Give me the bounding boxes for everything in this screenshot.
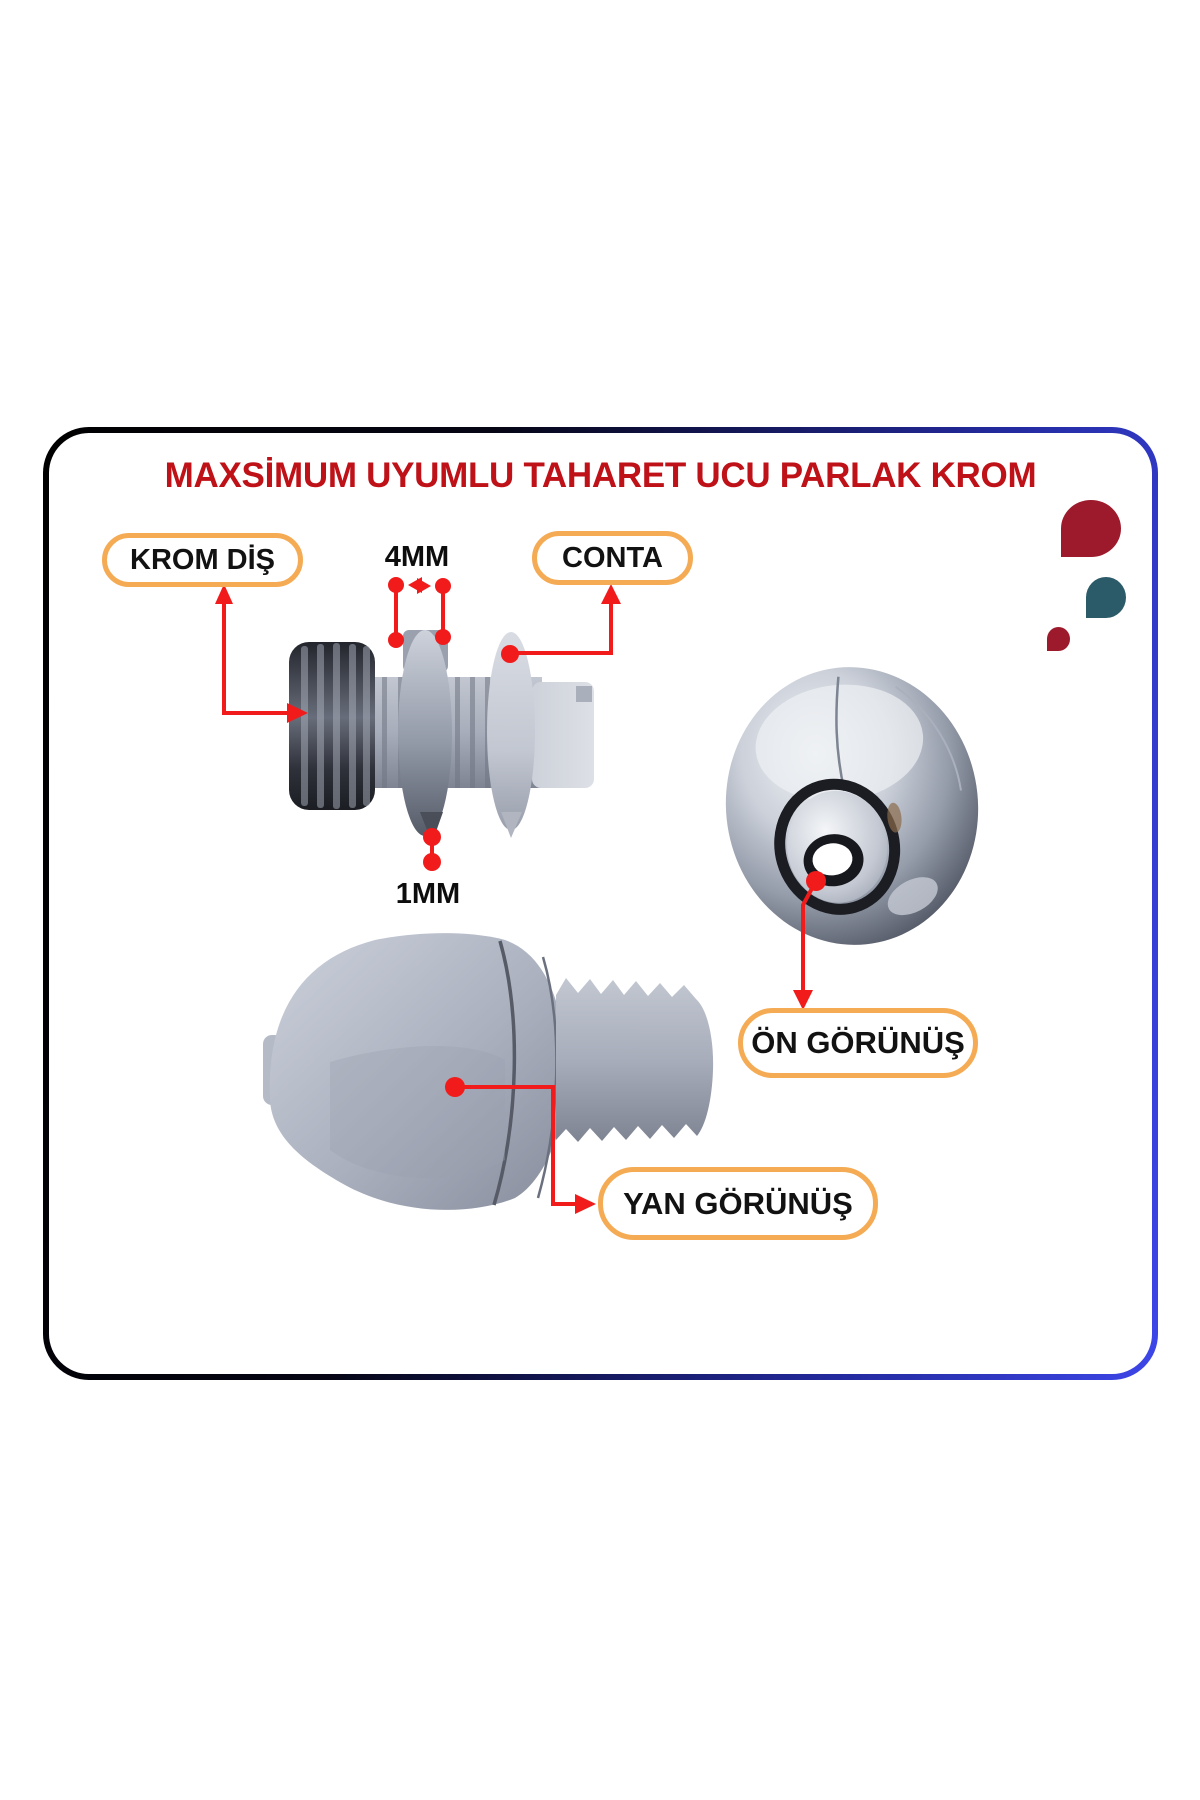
content-frame-border (43, 427, 1158, 1380)
krom-dis-connector (215, 584, 308, 723)
measure-1mm: 1MM (395, 878, 461, 910)
gap-4mm-measure (388, 577, 451, 648)
ball-speck (887, 802, 902, 833)
cap-dome (269, 933, 566, 1210)
figure-front-view (725, 667, 979, 945)
annotations (215, 577, 826, 1214)
ball-highlight (755, 684, 924, 802)
decor-drop-teal (1086, 577, 1126, 618)
side-view-connector (445, 1077, 596, 1214)
conta-connector (501, 584, 621, 663)
ball-lower-reflection (887, 877, 938, 916)
cap-shading (330, 1045, 505, 1179)
ball-seam (835, 676, 846, 791)
side-threaded-shaft (556, 978, 714, 1142)
page-title: MAXSİMUM UYUMLU TAHARET UCU PARLAK KROM (164, 456, 1037, 495)
rubber-ring (774, 778, 901, 915)
label-conta: CONTA (532, 531, 693, 585)
decor-drop-large-red (1061, 500, 1121, 557)
fitting-gasket (487, 632, 535, 830)
front-view-connector (793, 871, 826, 1010)
measure-4mm: 4MM (384, 541, 450, 573)
label-on-gorunus: ÖN GÖRÜNÜŞ (738, 1008, 978, 1078)
fitting-outlet (532, 682, 594, 788)
fitting-thread-ridges (301, 643, 370, 809)
cap-seam-line (492, 940, 517, 1206)
tip-1mm-measure (423, 828, 441, 871)
label-krom-dis: KROM DİŞ (102, 533, 303, 587)
fitting-nut-tip (420, 812, 443, 843)
fitting-gasket-tip (501, 812, 522, 838)
fitting-outlet-notch (576, 686, 592, 702)
decor-drop-small-red (1047, 627, 1070, 651)
fitting-nut-flange (398, 630, 452, 836)
label-yan-gorunus: YAN GÖRÜNÜŞ (598, 1167, 878, 1240)
figure-threaded-fitting (289, 630, 594, 843)
figure-side-view (263, 933, 714, 1210)
nozzle-hole (812, 843, 853, 876)
ball-reflection-line (895, 685, 962, 791)
